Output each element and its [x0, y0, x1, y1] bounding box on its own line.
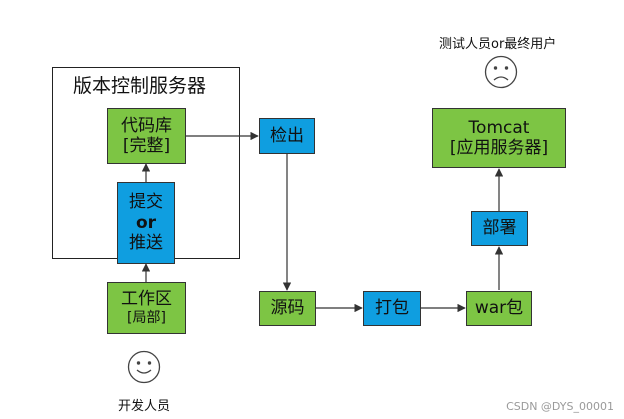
checkout-box: 检出 — [259, 118, 315, 154]
or-label: or — [135, 212, 157, 233]
tester-label: 测试人员or最终用户 — [439, 37, 557, 52]
workspace-label: 工作区 — [121, 289, 172, 310]
commit-push-box: 提交 or 推送 — [117, 182, 175, 264]
war-package-label: war包 — [474, 298, 524, 319]
sad-face-icon — [484, 55, 518, 89]
repository-sublabel: [完整] — [122, 136, 171, 156]
commit-label: 提交 — [129, 192, 163, 213]
smiley-face-icon — [127, 350, 161, 384]
tomcat-box: Tomcat [应用服务器] — [432, 108, 566, 168]
deploy-box: 部署 — [471, 211, 528, 246]
repository-box: 代码库 [完整] — [107, 108, 186, 164]
workspace-sublabel: [局部] — [127, 309, 166, 326]
package-box: 打包 — [363, 291, 421, 326]
watermark: CSDN @DYS_00001 — [506, 400, 614, 413]
source-code-box: 源码 — [259, 291, 316, 326]
tomcat-label: Tomcat — [468, 117, 530, 138]
version-server-title: 版本控制服务器 — [73, 75, 207, 97]
tomcat-sublabel: [应用服务器] — [449, 138, 549, 158]
push-label: 推送 — [129, 233, 163, 254]
deploy-label: 部署 — [482, 218, 517, 239]
source-code-label: 源码 — [270, 298, 305, 319]
developer-label: 开发人员 — [118, 399, 171, 414]
workspace-box: 工作区 [局部] — [107, 282, 186, 334]
war-package-box: war包 — [466, 291, 532, 326]
package-label: 打包 — [375, 298, 409, 319]
checkout-label: 检出 — [270, 125, 304, 146]
repository-label: 代码库 — [121, 115, 172, 136]
